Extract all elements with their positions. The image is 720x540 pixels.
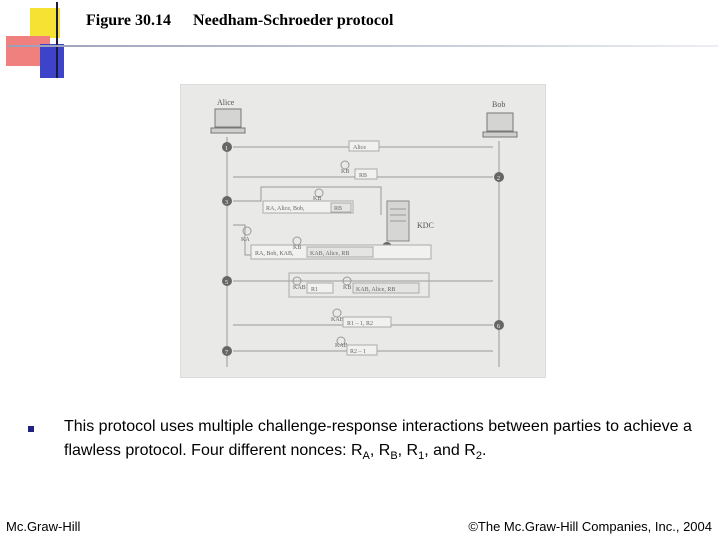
svg-text:KB: KB xyxy=(313,196,321,202)
svg-text:5: 5 xyxy=(225,280,228,286)
step-7-marker: 7 xyxy=(222,346,232,356)
svg-text:RB: RB xyxy=(359,173,367,179)
step-1-marker: 1 xyxy=(222,142,232,152)
message-5: KAB R1 KB KAB, Alice, RB xyxy=(233,272,493,298)
svg-text:KAB, Alice, RB: KAB, Alice, RB xyxy=(310,251,349,257)
svg-text:KAB: KAB xyxy=(335,343,348,349)
svg-text:KA: KA xyxy=(241,237,250,243)
step-6-marker: 6 xyxy=(494,320,504,330)
svg-text:7: 7 xyxy=(225,350,228,356)
svg-text:RB: RB xyxy=(334,206,342,212)
nonce-ra-sub: A xyxy=(362,450,370,463)
bob-computer-icon xyxy=(482,112,518,138)
nonce-r2-sub: 2 xyxy=(475,450,482,463)
svg-text:R2 – 1: R2 – 1 xyxy=(350,349,366,355)
bullet-sep-2: , R xyxy=(397,442,419,459)
figure-number: Figure 30.14 xyxy=(86,12,172,29)
protocol-diagram: Alice Bob KDC 1 2 3 4 5 6 7 xyxy=(180,84,546,378)
svg-text:1: 1 xyxy=(225,146,228,152)
bullet-text: This protocol uses multiple challenge-re… xyxy=(64,415,694,463)
message-4: KA RA, Bob, KAB, KB KAB, Alice, RB xyxy=(233,224,432,260)
svg-text:6: 6 xyxy=(497,324,500,330)
svg-text:KAB, Alice, RB: KAB, Alice, RB xyxy=(356,287,395,293)
footer-copyright: ©The Mc.Graw-Hill Companies, Inc., 2004 xyxy=(468,519,712,534)
bullet-sep-3: , and R xyxy=(424,442,476,459)
message-7: KAB R2 – 1 xyxy=(233,336,493,356)
decor-blue-square xyxy=(40,44,64,78)
svg-text:Alice: Alice xyxy=(353,145,366,151)
footer-publisher: Mc.Graw-Hill xyxy=(6,519,81,534)
alice-computer-icon xyxy=(210,108,246,134)
decor-horizontal-rule xyxy=(8,45,718,47)
bullet-end: . xyxy=(481,442,487,459)
message-2: KB RB xyxy=(233,160,493,180)
message-6: KAB R1 – 1, R2 xyxy=(233,308,493,328)
svg-text:R1 – 1, R2: R1 – 1, R2 xyxy=(347,321,373,327)
svg-text:R1: R1 xyxy=(311,287,318,293)
party-label-bob: Bob xyxy=(492,100,505,109)
slide-title: Figure 30.14 Needham-Schroeder protocol xyxy=(86,12,393,30)
party-label-alice: Alice xyxy=(217,98,235,107)
nonce-rb-sub: B xyxy=(390,450,398,463)
party-label-kdc: KDC xyxy=(417,221,434,230)
svg-text:2: 2 xyxy=(497,176,500,182)
decor-yellow-square xyxy=(30,8,60,38)
step-3-marker: 3 xyxy=(222,196,232,206)
svg-text:RA, Bob, KAB,: RA, Bob, KAB, xyxy=(255,251,294,257)
kdc-server-icon xyxy=(386,200,410,242)
bullet-sep-1: , R xyxy=(369,442,391,459)
protocol-diagram-svg: Alice Bob KDC 1 2 3 4 5 6 7 xyxy=(210,98,518,367)
svg-text:KB: KB xyxy=(343,285,351,291)
svg-text:RA, Alice, Bob,: RA, Alice, Bob, xyxy=(266,206,305,212)
svg-text:KAB: KAB xyxy=(293,285,306,291)
step-5-marker: 5 xyxy=(222,276,232,286)
decor-vertical-line xyxy=(56,2,58,78)
message-3: RA, Alice, Bob, KB RB xyxy=(233,186,382,215)
message-1: Alice xyxy=(233,140,493,152)
step-2-marker: 2 xyxy=(494,172,504,182)
nonce-r1-sub: 1 xyxy=(418,450,425,463)
figure-title: Needham-Schroeder protocol xyxy=(193,12,394,29)
svg-text:KB: KB xyxy=(293,245,301,251)
svg-text:KB: KB xyxy=(341,169,349,175)
svg-text:KAB: KAB xyxy=(331,317,344,323)
svg-text:3: 3 xyxy=(225,200,228,206)
bullet-marker xyxy=(28,426,34,432)
bullet-intro: This protocol uses multiple challenge-re… xyxy=(64,418,692,459)
